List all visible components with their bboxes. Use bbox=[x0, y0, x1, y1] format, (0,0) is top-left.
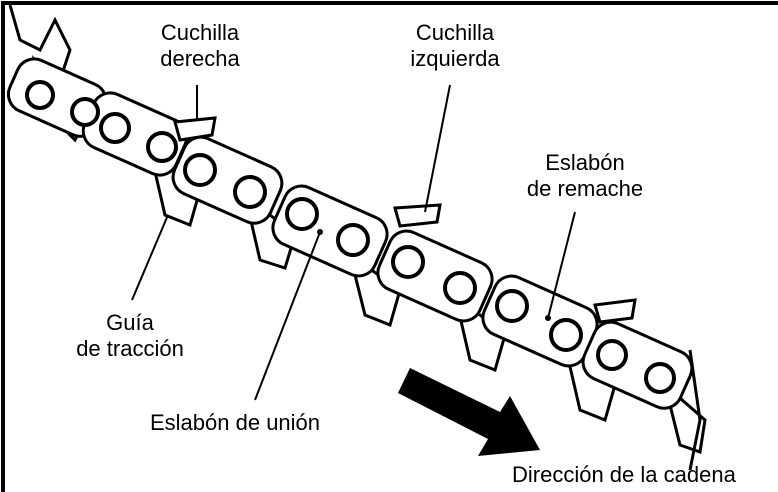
leader-drive-link bbox=[131, 214, 169, 301]
cutters bbox=[173, 116, 637, 324]
cutter-plate bbox=[593, 298, 637, 324]
label-right-cutter: Cuchilla derecha bbox=[145, 20, 255, 72]
chain-hook bbox=[8, 4, 72, 81]
rivet bbox=[99, 112, 131, 144]
rivet bbox=[443, 271, 477, 305]
rivet bbox=[549, 318, 583, 352]
arrow-down-right-icon bbox=[398, 368, 540, 456]
label-rivet-link: Eslabón de remache bbox=[515, 150, 655, 202]
leader-dot bbox=[317, 229, 323, 235]
label-rivet-link-line2: de remache bbox=[526, 176, 644, 201]
label-left-cutter: Cuchilla izquierda bbox=[390, 20, 520, 72]
rivet bbox=[644, 362, 676, 394]
label-right-cutter-line1: Cuchilla bbox=[160, 20, 240, 45]
leader-left-cutter bbox=[424, 84, 451, 213]
leader-rivet-link bbox=[547, 211, 576, 319]
leader-dots bbox=[317, 229, 551, 321]
rivet bbox=[495, 289, 529, 323]
rivet bbox=[285, 197, 319, 231]
label-right-cutter-line2: derecha bbox=[160, 46, 240, 71]
leader-dot bbox=[545, 315, 551, 321]
label-drive-link-line2: de tracción bbox=[76, 336, 184, 361]
rivets bbox=[25, 80, 676, 394]
rivet bbox=[233, 175, 267, 209]
right-cutter-plate bbox=[173, 116, 217, 142]
leader-lines bbox=[131, 84, 576, 401]
rivet bbox=[391, 245, 425, 279]
rivet bbox=[25, 80, 55, 110]
label-left-cutter-line1: Cuchilla bbox=[415, 20, 495, 45]
left-cutter-plate bbox=[393, 203, 442, 228]
label-rivet-link-line1: Eslabón bbox=[545, 150, 625, 175]
rivet bbox=[183, 153, 217, 187]
label-chain-direction: Dirección de la cadena bbox=[512, 462, 736, 487]
label-tie-strap: Eslabón de unión bbox=[150, 410, 321, 435]
label-drive-link-line1: Guía bbox=[106, 310, 154, 335]
leader-tie-strap bbox=[254, 231, 321, 401]
chain-end bbox=[688, 349, 702, 471]
label-left-cutter-line2: izquierda bbox=[410, 46, 500, 71]
rivet bbox=[336, 223, 370, 257]
rivet bbox=[70, 97, 100, 127]
label-drive-link: Guía de tracción bbox=[60, 310, 200, 362]
rivet bbox=[596, 339, 628, 371]
rivet bbox=[146, 131, 178, 163]
